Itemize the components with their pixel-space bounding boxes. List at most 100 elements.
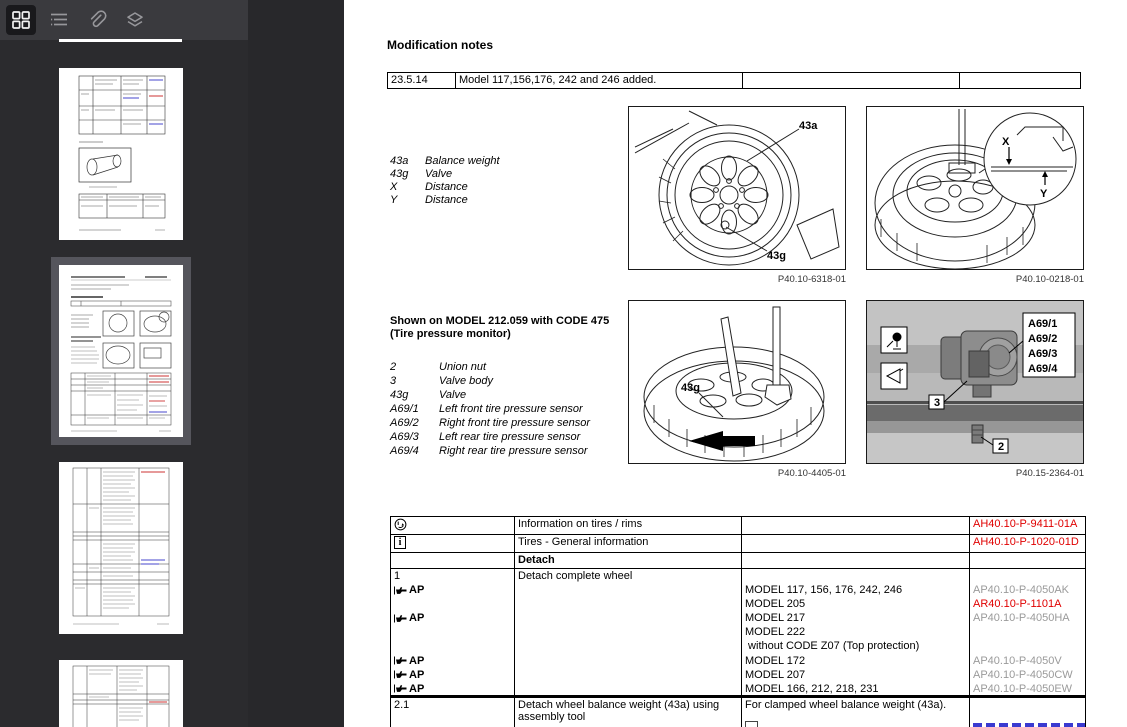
model-condition: without CODE Z07 (Top protection) (745, 640, 920, 653)
layers-button[interactable] (120, 5, 150, 35)
legend-key: Y (390, 194, 398, 206)
figure-label-3: 3 (934, 397, 940, 409)
model-list: MODEL 207 (745, 668, 806, 681)
row-icon-cell: i (391, 535, 515, 552)
legend-value: Right rear tire pressure sensor (439, 445, 588, 457)
legend-key: 2 (390, 361, 397, 373)
mod-date-cell: 23.5.14 (388, 73, 456, 88)
legend-key: A69/2 (390, 417, 419, 429)
mod-empty-cell (743, 73, 960, 88)
shown-on-line1: Shown on MODEL 212.059 with CODE 475 (390, 315, 610, 327)
sidebar-toolbar (0, 0, 248, 40)
procedure-table: Information on tires / rims AH40.10-P-94… (390, 516, 1086, 727)
figure-tire-pressure-sensor: A69/1 A69/2 A69/3 A69/4 3 2 (866, 300, 1084, 464)
ap-indicator: AP (391, 583, 514, 597)
info-box-icon: i (394, 536, 406, 549)
page-thumbnail-2-selected[interactable] (59, 265, 183, 437)
sidebar-scroll-indicator (59, 39, 182, 42)
figure-label-43g: 43g (767, 250, 786, 262)
thumbnail-sidebar (0, 0, 248, 727)
legend-value: Distance (425, 181, 468, 193)
document-link[interactable]: AP40.10-P-4050V (973, 654, 1062, 667)
figure-label-43g: 43g (681, 382, 700, 394)
row-icon-cell (391, 517, 515, 534)
legend-key: A69/1 (390, 403, 419, 415)
ap-indicator: AP (391, 682, 514, 695)
legend-key: 3 (390, 375, 397, 387)
figure-caption: P40.10-4405-01 (777, 468, 846, 479)
ap-indicator: AP (391, 654, 514, 668)
legend-key: A69/3 (390, 431, 419, 443)
sensor-label-a69-2: A69/2 (1028, 333, 1057, 345)
legend-value: Valve body (439, 375, 494, 387)
mod-text-cell: Model 117,156,176, 242 and 246 added. (456, 73, 743, 88)
table-step-2-1: 2.1 Detach wheel balance weight (43a) us… (391, 696, 1085, 727)
legend-value: Balance weight (425, 155, 500, 167)
step-number: 2.1 (391, 698, 515, 727)
clipped-document-link[interactable] (973, 723, 1085, 727)
document-page: Modification notes 23.5.14 Model 117,156… (344, 0, 1127, 727)
page-thumbnail-3[interactable] (59, 462, 183, 634)
model-list: MODEL 217 (745, 612, 806, 625)
page-thumbnail-1[interactable] (59, 68, 183, 240)
thumbnails-grid-icon (11, 10, 31, 30)
legend-value: Left front tire pressure sensor (439, 403, 583, 415)
outline-button[interactable] (44, 5, 74, 35)
model-list: MODEL 166, 212, 218, 231 (745, 682, 879, 695)
shown-on-note: Shown on MODEL 212.059 with CODE 475 (Ti… (390, 315, 609, 341)
modification-notes-table: 23.5.14 Model 117,156,176, 242 and 246 a… (387, 72, 1081, 89)
legend-key: A69/4 (390, 445, 419, 457)
table-section-header: Detach (391, 553, 1085, 569)
step-number: 1 (394, 570, 401, 582)
model-list: MODEL 205 (745, 598, 806, 611)
page-thumbnail-4[interactable] (59, 660, 183, 727)
document-link[interactable]: AP40.10-P-4050CW (973, 668, 1073, 681)
legend-value: Right front tire pressure sensor (439, 417, 591, 429)
document-link[interactable]: AP40.10-P-4050HA (973, 612, 1070, 625)
step-title: Detach wheel balance weight (43a) using … (515, 698, 742, 727)
legend-key: 43g (390, 168, 409, 180)
document-link[interactable]: AR40.10-P-1101A (973, 598, 1062, 611)
shown-on-line2: (Tire pressure monitor) (390, 328, 511, 340)
legend-key: 43g (390, 389, 409, 401)
figure-caption: P40.15-2364-01 (1015, 468, 1084, 479)
row-label: Information on tires / rims (515, 517, 742, 534)
ap-indicator: AP (391, 611, 514, 625)
ap-indicator: AP (391, 668, 514, 682)
legend-value: Valve (425, 168, 453, 180)
legend-key: 43a (390, 155, 409, 167)
figure-label-2: 2 (998, 441, 1004, 453)
figure-label-43a: 43a (799, 120, 818, 132)
sensor-label-a69-4: A69/4 (1028, 363, 1058, 375)
sensor-label-a69-3: A69/3 (1028, 348, 1057, 360)
mod-empty-cell (960, 73, 1080, 88)
document-link[interactable]: AP40.10-P-4050AK (973, 584, 1070, 597)
figure-caption: P40.10-0218-01 (1015, 274, 1084, 285)
outline-list-icon (49, 10, 69, 30)
operation-circle-icon (394, 518, 407, 534)
document-link[interactable]: AH40.10-P-9411-01A (973, 518, 1078, 530)
model-list: MODEL 222 (745, 626, 806, 639)
figure-caption: P40.10-6318-01 (777, 274, 846, 285)
row-label: Tires - General information (515, 535, 742, 552)
layers-icon (125, 10, 145, 30)
legend-value: Valve (439, 389, 467, 401)
clipped-info-box-icon (745, 721, 758, 727)
document-link[interactable]: AP40.10-P-4050EW (973, 682, 1073, 695)
thumbnails-button[interactable] (6, 5, 36, 35)
table-step-1: 1 AP AP AP AP AP Detach complete wheel M… (391, 569, 1085, 696)
document-link[interactable]: AH40.10-P-1020-01D (973, 536, 1079, 548)
step-note: For clamped wheel balance weight (43a). (745, 699, 947, 711)
sensor-label-a69-1: A69/1 (1028, 318, 1057, 330)
figure-label-y: Y (1040, 188, 1048, 200)
model-list: MODEL 172 (745, 654, 806, 667)
table-row-info-tires-rims: Information on tires / rims AH40.10-P-94… (391, 517, 1085, 535)
legend-value: Left rear tire pressure sensor (439, 431, 581, 443)
model-list: MODEL 117, 156, 176, 242, 246 (745, 584, 903, 597)
section-title: Detach (515, 553, 742, 568)
attachments-button[interactable] (82, 5, 112, 35)
legend-value: Union nut (439, 361, 487, 373)
figure-valve-removal: 43g (628, 300, 846, 464)
